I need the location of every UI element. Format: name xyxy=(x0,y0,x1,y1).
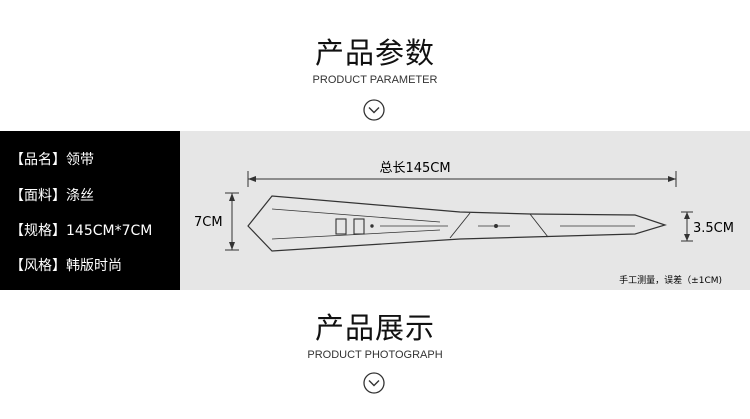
params-header: 产品参数 PRODUCT PARAMETER xyxy=(0,36,750,86)
width-label: 7CM xyxy=(194,215,223,230)
chevron-down-circle-icon xyxy=(363,99,385,121)
spec-row-fabric: 【面料】涤丝 xyxy=(10,185,94,205)
length-label: 总长145CM xyxy=(379,161,450,176)
narrow-label: 3.5CM xyxy=(693,221,734,236)
spec-value: 145CM*7CM xyxy=(66,223,153,239)
tie-drawing: 总长145CM 7CM 3.5CM 手工测量，误差（±1CM) xyxy=(194,161,734,286)
spec-value: 领带 xyxy=(66,152,94,168)
display-subtitle: PRODUCT PHOTOGRAPH xyxy=(307,349,443,361)
display-header: 产品展示 PRODUCT PHOTOGRAPH xyxy=(0,311,750,361)
tie-outline xyxy=(247,195,667,252)
spec-key: 【规格】 xyxy=(10,223,66,239)
display-title: 产品展示 xyxy=(314,311,435,345)
chevron-down-circle-icon xyxy=(363,372,385,394)
spec-key: 【面料】 xyxy=(10,188,66,204)
spec-row-style: 【风格】韩版时尚 xyxy=(10,255,122,275)
spec-key: 【品名】 xyxy=(10,152,66,168)
spec-key: 【风格】 xyxy=(10,258,66,274)
params-subtitle: PRODUCT PARAMETER xyxy=(312,74,438,86)
spec-value: 涤丝 xyxy=(66,188,94,204)
spec-row-size: 【规格】145CM*7CM xyxy=(10,220,152,240)
measure-note: 手工测量，误差（±1CM) xyxy=(619,274,722,286)
spec-row-name: 【品名】领带 xyxy=(10,149,94,169)
tie-diagram: 总长145CM 7CM 3.5CM 手工测量，误差（±1CM) xyxy=(180,131,750,290)
spec-panel: 【品名】领带 【面料】涤丝 【规格】145CM*7CM 【风格】韩版时尚 xyxy=(0,131,180,290)
spec-band: 【品名】领带 【面料】涤丝 【规格】145CM*7CM 【风格】韩版时尚 xyxy=(0,131,750,290)
spec-value: 韩版时尚 xyxy=(66,258,122,274)
params-title: 产品参数 xyxy=(314,36,435,70)
